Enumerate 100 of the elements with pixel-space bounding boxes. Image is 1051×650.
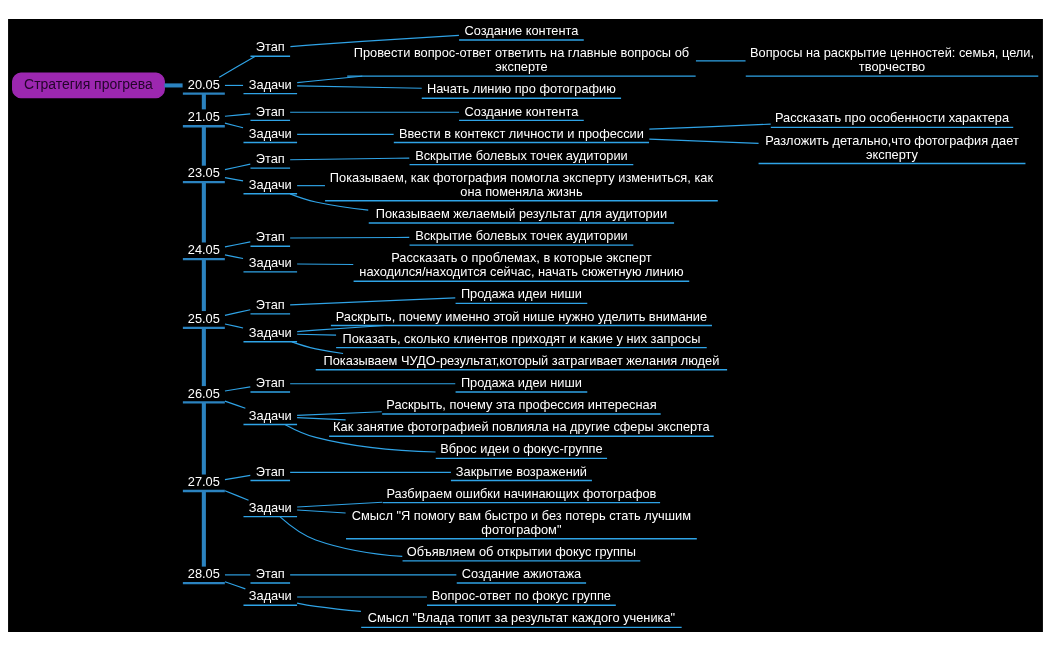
connector <box>224 84 244 86</box>
node-text: 21.05 <box>187 108 220 124</box>
node-text: Вопрос-ответ по фокус группе <box>431 587 611 603</box>
node-text: Раскрыть, почему именно этой нише нужно уделить внимание <box>335 308 708 324</box>
node-text: Задачи <box>248 125 292 141</box>
connector <box>296 602 362 612</box>
node-text: Продажа идеи ниши <box>460 374 582 390</box>
node-text: Разложить детально,что фотография дает эксперту <box>765 132 1019 162</box>
connector <box>289 34 460 47</box>
connector <box>289 471 452 473</box>
node-text: Задачи <box>248 254 292 270</box>
node-text: Этап <box>255 150 285 166</box>
node-text: Создание контента <box>464 103 579 118</box>
connector <box>279 515 403 557</box>
connector <box>218 55 256 78</box>
node-text: Этап <box>255 374 285 390</box>
connector <box>201 490 206 567</box>
node-text: Вскрытие болевых точек аудитории <box>415 147 628 163</box>
connector <box>289 296 456 305</box>
connector <box>164 82 183 87</box>
node-text: Показываем желаемый результат для аудитории <box>375 205 668 221</box>
node-text: Этап <box>255 38 285 54</box>
node-text: Этап <box>255 463 285 479</box>
connector <box>201 182 206 242</box>
node-text: Этап <box>255 565 285 581</box>
connector <box>296 133 395 135</box>
node-text: 23.05 <box>187 164 220 180</box>
connector <box>224 163 251 170</box>
connector <box>224 308 251 316</box>
node-text: Рассказать о проблемах, в которые эксперт находился/находится сейчас, начать сюжетную линию <box>359 249 684 279</box>
connector <box>296 508 347 514</box>
connector <box>648 123 772 130</box>
node-text: Начать линию про фотографию <box>427 80 616 96</box>
node-text: Этап <box>255 103 285 118</box>
connector <box>201 327 206 386</box>
node-text: Рассказать про особенности характера <box>774 109 1010 125</box>
node-text: 24.05 <box>187 241 220 257</box>
connector <box>224 400 246 409</box>
node-text: Смысл "Я помогу вам быстро и без потерь стать лучшим фотографом" <box>351 507 691 537</box>
node-text: Показать, сколько клиентов приходят и какие у них запросы <box>342 330 701 346</box>
connector <box>289 111 460 113</box>
node-text: Продажа идеи ниши <box>460 285 582 301</box>
connector <box>296 84 423 89</box>
node-box: Стратегия прогрева <box>12 72 165 98</box>
connector <box>296 262 354 265</box>
connector <box>296 501 383 508</box>
node-text: Вопросы на раскрытие ценностей: семья, цели, творчество <box>749 44 1035 74</box>
connector <box>289 382 456 384</box>
connector <box>296 324 386 332</box>
node-text: Задачи <box>248 76 292 92</box>
connector <box>648 138 760 144</box>
node-text: Провести вопрос-ответ ответить на главные вопросы об эксперте <box>353 44 690 74</box>
node-text: 25.05 <box>187 310 220 326</box>
connector <box>289 192 369 211</box>
node-text: Показываем ЧУДО-результат,который затрагивает желания людей <box>323 352 720 368</box>
node-text: Раскрыть, почему эта профессия интересная <box>386 396 657 412</box>
node-text: Задачи <box>248 176 292 192</box>
connector <box>224 240 251 247</box>
connector <box>224 580 246 589</box>
connector <box>296 333 337 336</box>
connector <box>695 59 747 62</box>
connector <box>224 122 244 128</box>
connector <box>291 340 344 354</box>
connector <box>224 573 251 575</box>
node-text: Смысл "Влада топит за результат каждого ученика" <box>367 609 676 625</box>
connector <box>201 125 206 166</box>
connector <box>201 258 206 311</box>
node-text: 26.05 <box>187 385 220 401</box>
node-text: Этап <box>255 228 285 244</box>
connector <box>289 573 457 575</box>
node-text: Создание ажиотажа <box>461 565 582 581</box>
node-text: Вскрытие болевых точек аудитории <box>415 227 628 243</box>
connector <box>201 402 206 475</box>
connector <box>289 236 410 239</box>
connector <box>224 385 251 392</box>
connector <box>224 474 251 480</box>
connector <box>224 322 244 329</box>
connector <box>284 423 437 453</box>
node-text: Задачи <box>248 324 292 340</box>
node-text: Закрытие возражений <box>455 463 588 479</box>
node-text: 28.05 <box>187 565 220 581</box>
node-text: Задачи <box>248 499 292 515</box>
node-text: Разбираем ошибки начинающих фотографов <box>386 485 657 501</box>
node-text: Вброс идеи о фокус-группе <box>440 440 603 456</box>
connector <box>296 416 347 420</box>
connector <box>224 253 244 259</box>
connector <box>289 157 410 160</box>
node-text: Как занятие фотографией повлияла на другие сферы эксперта <box>333 418 710 434</box>
connector <box>201 93 206 109</box>
connector <box>224 112 251 117</box>
connector <box>296 410 383 416</box>
node-text: 20.05 <box>187 76 220 92</box>
connector <box>296 184 326 186</box>
node-text: Задачи <box>248 587 292 603</box>
connector <box>224 176 244 181</box>
connector <box>296 75 363 83</box>
node-text: Создание контента <box>464 22 579 38</box>
node-text: Показываем, как фотография помогла эксперту измениться, как она поменяла жизнь <box>329 169 713 199</box>
node-text: Объявляем об открытии фокус группы <box>406 543 637 559</box>
node-text: Задачи <box>248 407 292 423</box>
